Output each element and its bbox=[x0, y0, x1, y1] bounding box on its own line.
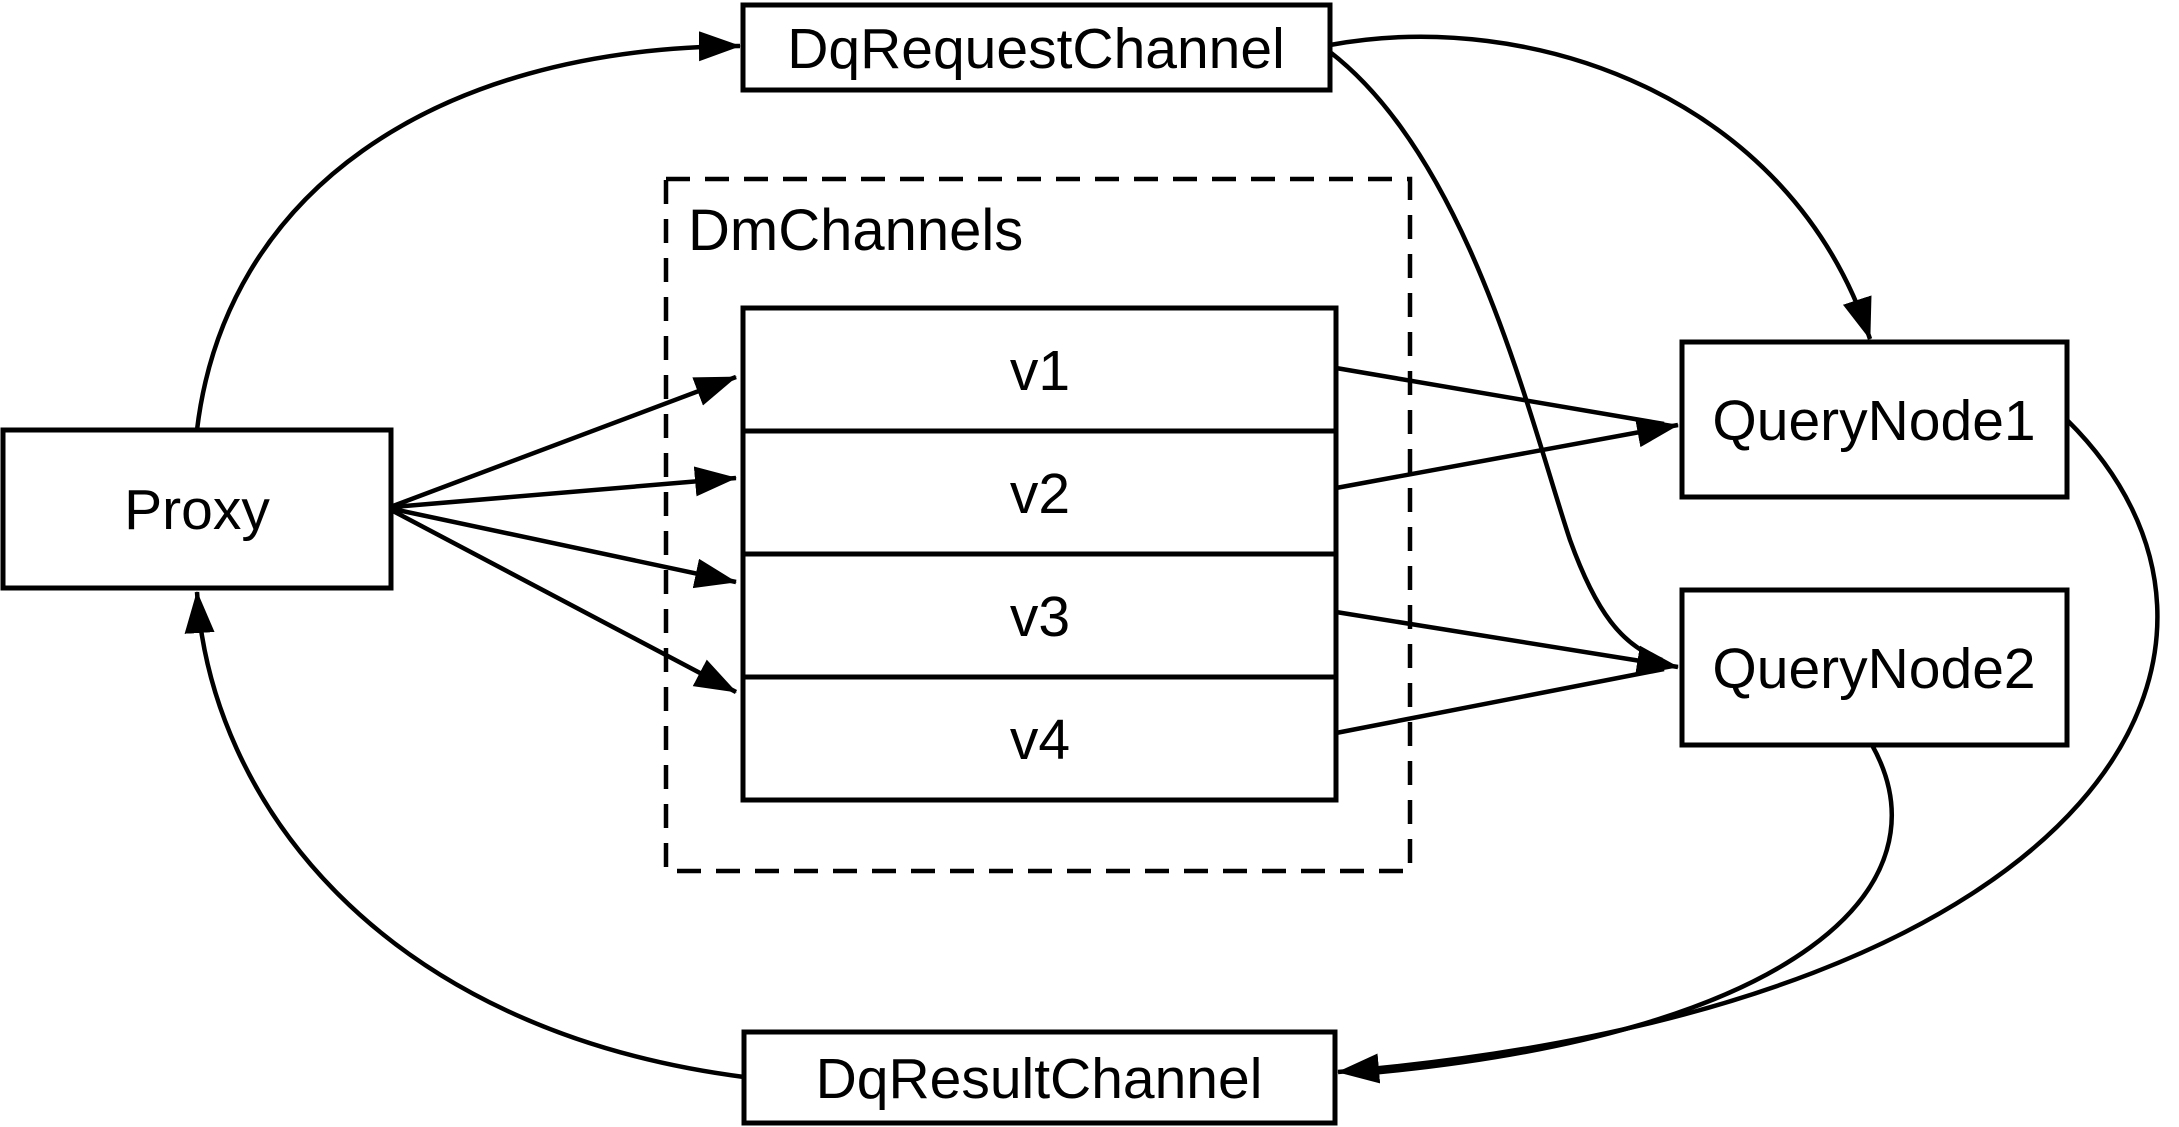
query-node1-box bbox=[1679, 339, 2070, 500]
channel-row-v3: v3 bbox=[1010, 585, 1070, 649]
node-query-node1: QueryNode1 bbox=[1679, 339, 2070, 500]
edge-v1-to-query-node1 bbox=[1335, 365, 1665, 427]
edge-proxy-to-v1 bbox=[392, 374, 737, 509]
dm-channels-label: DmChannels bbox=[688, 198, 1023, 263]
edge-v3-to-query-node2 bbox=[1335, 609, 1679, 676]
channel-row-v1: v1 bbox=[1010, 339, 1070, 403]
edge-proxy-to-v4 bbox=[391, 509, 738, 694]
edge-v2-to-query-node1 bbox=[1335, 417, 1679, 491]
edge-dq-result-channel-to-proxy bbox=[184, 591, 745, 1080]
edge-v4-to-query-node2 bbox=[1335, 666, 1665, 736]
dq-request-channel-label: DqRequestChannel bbox=[787, 17, 1285, 81]
dm-channels-dashed-border bbox=[663, 176, 1413, 874]
edge-proxy-to-v2 bbox=[392, 466, 737, 510]
edge-query-node2-to-dq-result-channel bbox=[1359, 743, 1894, 1077]
edges bbox=[184, 31, 2160, 1084]
group-dm-channels: DmChannels bbox=[663, 176, 1413, 874]
dq-request-channel-box bbox=[740, 2, 1333, 93]
query-node1-label: QueryNode1 bbox=[1712, 389, 2035, 453]
channel-row-v4: v4 bbox=[1010, 708, 1070, 772]
channel-table: v1 v2 v3 v4 bbox=[740, 305, 1339, 803]
edge-proxy-to-v3 bbox=[392, 506, 737, 589]
query-node2-box bbox=[1679, 587, 2070, 748]
edge-dq-request-channel-to-query-node1 bbox=[1329, 34, 1873, 340]
channel-row-v2: v2 bbox=[1010, 462, 1070, 526]
node-dq-result-channel: DqResultChannel bbox=[741, 1029, 1338, 1126]
dq-result-channel-label: DqResultChannel bbox=[816, 1047, 1263, 1111]
node-proxy: Proxy bbox=[0, 427, 394, 591]
edge-proxy-to-dq-request-channel bbox=[194, 31, 741, 431]
query-node2-label: QueryNode2 bbox=[1712, 637, 2035, 701]
node-query-node2: QueryNode2 bbox=[1679, 587, 2070, 748]
node-dq-request-channel: DqRequestChannel bbox=[740, 2, 1333, 93]
dq-result-channel-box bbox=[741, 1029, 1338, 1126]
edge-dq-request-channel-to-query-node2 bbox=[1328, 50, 1663, 663]
proxy-box bbox=[0, 427, 394, 591]
proxy-label: Proxy bbox=[124, 478, 270, 542]
